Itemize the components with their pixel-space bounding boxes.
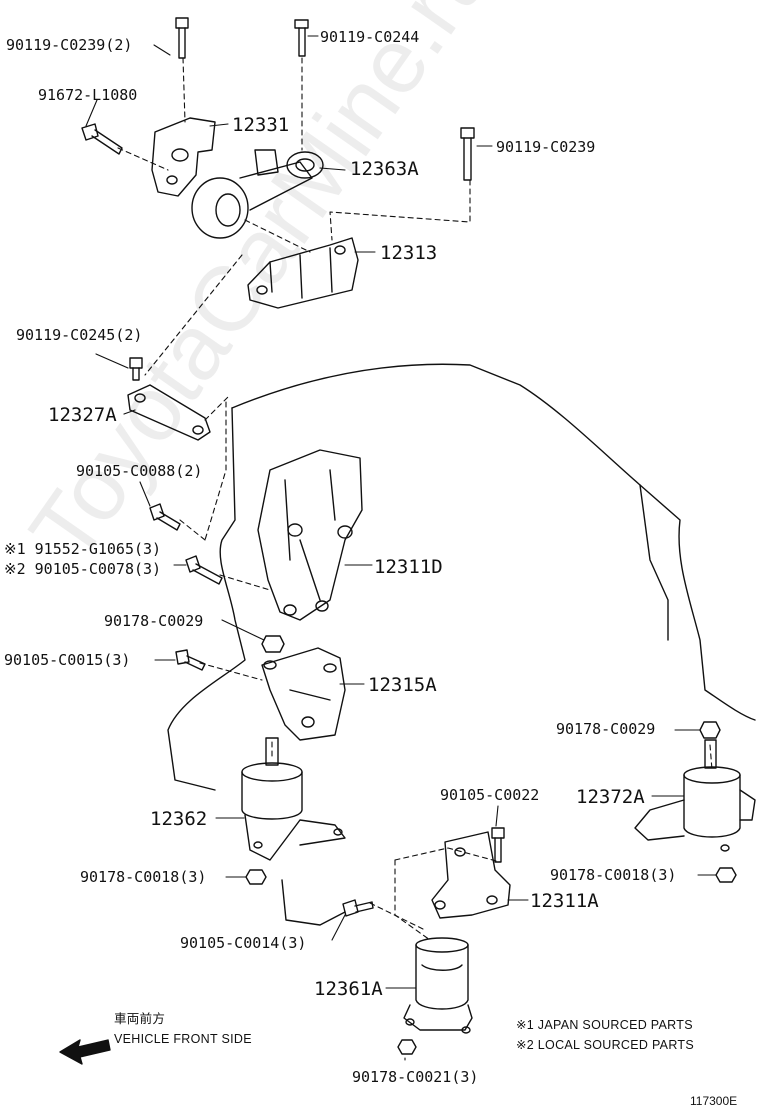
bolt-90105-c0088 [149, 503, 181, 531]
label-90178-c0021-3: 90178-C0021(3) [352, 1068, 479, 1086]
nut-90178-c0018-b [715, 867, 737, 883]
label-91672-l1080: 91672-L1080 [38, 86, 138, 104]
mount-12372a [634, 739, 756, 852]
label-leaders [85, 35, 717, 1061]
rod-12363a [191, 149, 324, 239]
bolt-90105-c0015 [175, 649, 206, 671]
bolt-90119-c0245 [129, 357, 143, 381]
bolt-90105-c0014 [342, 899, 374, 917]
label-12311d: 12311D [374, 556, 443, 578]
bolt-90119-c0244 [294, 19, 309, 57]
label-90119-c0239-2: 90119-C0239(2) [6, 36, 133, 54]
front-label-en: VEHICLE FRONT SIDE [114, 1032, 252, 1046]
bolt-90105-c0022 [491, 827, 505, 863]
label-12363a: 12363A [350, 158, 419, 180]
nut-90178-c0021 [397, 1039, 417, 1055]
label-90105-c0022: 90105-C0022 [440, 786, 540, 804]
label-12362: 12362 [150, 808, 208, 830]
bracket-12311d [257, 449, 363, 621]
bracket-12327a [127, 384, 211, 441]
nut-90178-c0029-a [261, 635, 285, 653]
bolt-90119-c0239 [460, 127, 475, 181]
bolt-90105-c0078 [185, 555, 223, 585]
label-12331: 12331 [232, 114, 290, 136]
bracket-12313 [247, 237, 359, 309]
label-90105-c0015-3: 90105-C0015(3) [4, 651, 131, 669]
mount-12361a [403, 937, 473, 1034]
label-12327a: 12327A [48, 404, 117, 426]
label-90119-c0244: 90119-C0244 [320, 28, 420, 46]
label-90105-c0078: ※2 90105-C0078(3) [4, 560, 162, 578]
note-local-sourced: ※2 LOCAL SOURCED PARTS [516, 1038, 694, 1052]
label-12315a: 12315A [368, 674, 437, 696]
label-12361a: 12361A [314, 978, 383, 1000]
nut-90178-c0018-a [245, 869, 267, 885]
label-90178-c0029-b: 90178-C0029 [556, 720, 656, 738]
label-12311a: 12311A [530, 890, 599, 912]
bracket-12315a [261, 647, 346, 741]
bolt-90119-c0239-2 [175, 17, 189, 59]
front-arrow-icon [59, 1039, 111, 1065]
label-12372a: 12372A [576, 786, 645, 808]
label-12313: 12313 [380, 242, 438, 264]
label-90105-c0014-3: 90105-C0014(3) [180, 934, 307, 952]
dashed-leaders [117, 57, 713, 941]
bolt-91672-l1080 [81, 123, 123, 155]
label-90178-c0018-3-a: 90178-C0018(3) [80, 868, 207, 886]
front-label-jp: 車両前方 [114, 1012, 166, 1026]
note-japan-sourced: ※1 JAPAN SOURCED PARTS [516, 1018, 693, 1032]
label-90178-c0029-a: 90178-C0029 [104, 612, 204, 630]
label-91552-g1065: ※1 91552-G1065(3) [4, 540, 162, 558]
bracket-12331 [151, 117, 216, 197]
label-90119-c0245-2: 90119-C0245(2) [16, 326, 143, 344]
nut-90178-c0029-b [699, 721, 721, 739]
label-90105-c0088-2: 90105-C0088(2) [76, 462, 203, 480]
diagram-code: 117300E [690, 1094, 738, 1108]
label-90178-c0018-3-b: 90178-C0018(3) [550, 866, 677, 884]
label-90119-c0239: 90119-C0239 [496, 138, 596, 156]
engine-outline [167, 363, 756, 926]
bracket-12311a [431, 831, 511, 919]
mount-12362 [241, 737, 346, 861]
